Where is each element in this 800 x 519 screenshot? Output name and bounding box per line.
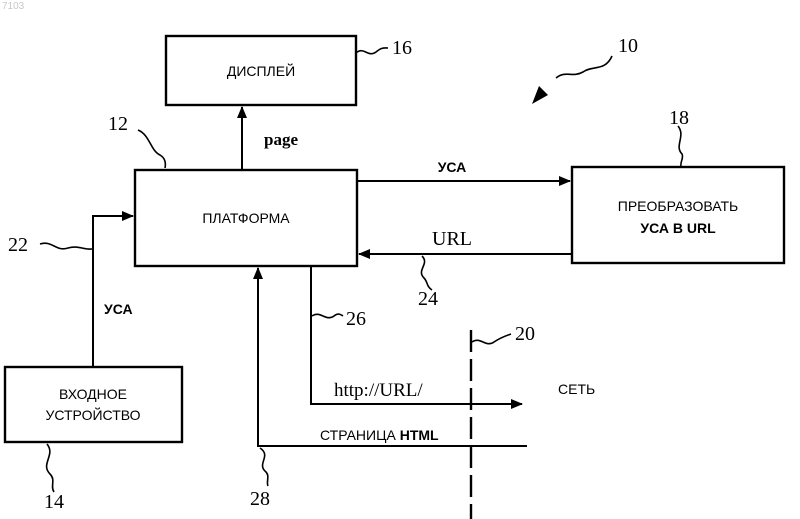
network-label: СЕТЬ bbox=[558, 381, 595, 397]
leader-22 bbox=[40, 243, 92, 249]
input-device-label-line2: УСТРОЙСТВО bbox=[45, 406, 140, 423]
usa-top-label: УСА bbox=[438, 159, 467, 175]
leader-10 bbox=[556, 56, 612, 78]
leader-12 bbox=[138, 130, 165, 168]
ref-10: 10 bbox=[618, 35, 638, 57]
leader-26 bbox=[312, 314, 343, 318]
corner-mark: 7103 bbox=[2, 1, 25, 12]
convert-box-label-line2: УСА В URL bbox=[640, 220, 716, 236]
platform-box-label: ПЛАТФОРМА bbox=[202, 210, 290, 226]
leader-14 bbox=[47, 444, 54, 492]
url-label: URL bbox=[432, 228, 472, 250]
usa-left-label: УСА bbox=[104, 301, 133, 317]
leader-16 bbox=[356, 48, 388, 54]
html-page-label-prefix: СТРАНИЦА bbox=[320, 427, 400, 443]
display-box: ДИСПЛЕЙ bbox=[166, 36, 356, 105]
ref-12: 12 bbox=[108, 113, 128, 135]
input-device-box: ВХОДНОЕ УСТРОЙСТВО bbox=[5, 367, 182, 442]
leader-10-arrowhead bbox=[532, 86, 548, 104]
ref-22: 22 bbox=[8, 234, 28, 256]
convert-box-label-line1: ПРЕОБРАЗОВАТЬ bbox=[618, 198, 738, 214]
input-to-platform-arrow bbox=[93, 216, 133, 367]
ref-14: 14 bbox=[44, 491, 64, 513]
ref-16: 16 bbox=[392, 37, 412, 59]
ref-24: 24 bbox=[418, 288, 438, 310]
ref-26: 26 bbox=[346, 308, 366, 330]
html-page-label-html: HTML bbox=[400, 427, 439, 443]
http-label: http://URL/ bbox=[334, 380, 423, 401]
input-device-label-line1: ВХОДНОЕ bbox=[59, 386, 127, 402]
ref-20: 20 bbox=[515, 323, 535, 345]
leader-18 bbox=[678, 126, 683, 166]
leader-20 bbox=[472, 334, 511, 344]
leader-24 bbox=[421, 256, 432, 290]
leader-28 bbox=[260, 448, 268, 486]
html-page-label: СТРАНИЦА HTML bbox=[320, 427, 439, 443]
convert-box: ПРЕОБРАЗОВАТЬ УСА В URL bbox=[572, 167, 784, 263]
display-box-label: ДИСПЛЕЙ bbox=[227, 62, 295, 79]
ref-28: 28 bbox=[250, 488, 270, 510]
page-label: page bbox=[264, 130, 298, 149]
ref-18: 18 bbox=[669, 107, 689, 129]
html-page-arrow bbox=[258, 268, 527, 446]
platform-box: ПЛАТФОРМА bbox=[135, 170, 357, 266]
